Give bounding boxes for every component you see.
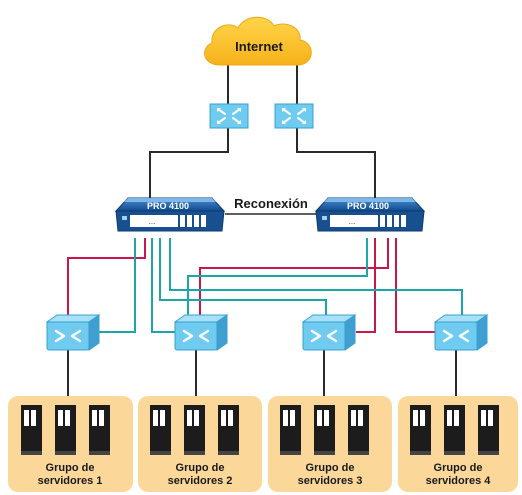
server-group-label: Grupo de (46, 462, 95, 474)
server-rack-icon (280, 405, 301, 455)
server-group-label: Grupo de (176, 462, 225, 474)
server-group-label: servidores 4 (426, 475, 492, 487)
server-rack-icon (21, 405, 42, 455)
switch-icon-2 (173, 313, 229, 352)
reconnection-label: Reconexión (234, 196, 308, 211)
server-rack-icon (348, 405, 369, 455)
device-dots: ... (349, 217, 356, 226)
internet-links (149, 62, 376, 198)
server-group-label: Grupo de (306, 462, 355, 474)
server-group-1: Grupo de servidores 1 (8, 396, 133, 492)
device-model-label: PRO 4100 (147, 201, 189, 211)
teal-links (90, 238, 463, 333)
server-rack-icon (184, 405, 205, 455)
internet-label: Internet (235, 39, 283, 54)
server-group-4: Grupo de servidores 4 (398, 396, 518, 492)
server-rack-icon (314, 405, 335, 455)
server-rack-icon (150, 405, 171, 455)
switch-icon-4 (433, 313, 489, 352)
router-icon-left (209, 103, 249, 129)
device-model-label: PRO 4100 (347, 201, 389, 211)
pro4100-device-right: PRO 4100 ... (314, 197, 426, 232)
server-rack-icon (55, 405, 76, 455)
server-links (67, 350, 457, 396)
server-rack-icon (478, 405, 499, 455)
router-icon-right (274, 103, 314, 129)
server-group-label: servidores 3 (298, 475, 363, 487)
server-rack-icon (89, 405, 110, 455)
server-group-3: Grupo de servidores 3 (268, 396, 392, 492)
switch-icon-3 (301, 313, 357, 352)
internet-cloud: Internet (204, 16, 312, 66)
server-group-label: servidores 2 (168, 475, 233, 487)
device-dots: ... (149, 217, 156, 226)
pro4100-device-left: PRO 4100 ... (114, 197, 226, 232)
red-links (67, 238, 440, 333)
server-rack-icon (444, 405, 465, 455)
server-group-label: servidores 1 (38, 475, 103, 487)
server-group-label: Grupo de (434, 462, 483, 474)
server-rack-icon (218, 405, 239, 455)
server-rack-icon (410, 405, 431, 455)
server-group-2: Grupo de servidores 2 (138, 396, 262, 492)
switch-icon-1 (45, 313, 101, 352)
